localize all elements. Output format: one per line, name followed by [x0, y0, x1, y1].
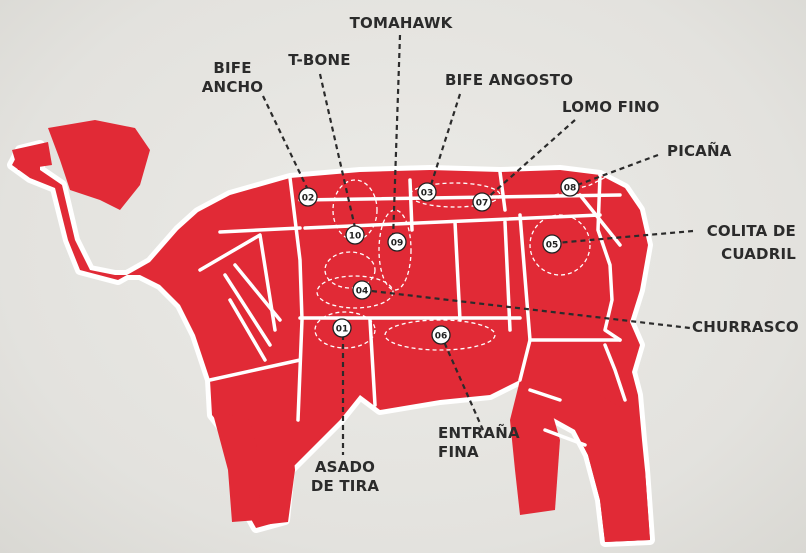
svg-text:06: 06 [435, 332, 448, 342]
marker-04: 04 [353, 281, 371, 299]
label-tomahawk: TOMAHAWK [346, 14, 456, 33]
marker-02: 02 [299, 188, 317, 206]
svg-text:04: 04 [356, 287, 369, 297]
label-t-bone: T-BONE [282, 51, 357, 70]
label-colita-de-cuadril: COLITA DE CUADRIL [680, 222, 796, 264]
marker-05: 05 [543, 235, 561, 253]
svg-text:10: 10 [349, 232, 362, 242]
label-picana: PICAÑA [667, 142, 732, 161]
label-churrasco: CHURRASCO [692, 318, 799, 337]
label-bife-ancho: BIFE ANCHO [195, 59, 270, 97]
label-entrana-fina: ENTRAÑA FINA [438, 424, 520, 462]
svg-text:01: 01 [336, 325, 349, 335]
marker-08: 08 [561, 178, 579, 196]
svg-text:08: 08 [564, 184, 577, 194]
marker-07: 07 [473, 193, 491, 211]
svg-text:02: 02 [302, 194, 315, 204]
marker-10: 10 [346, 226, 364, 244]
svg-text:09: 09 [391, 239, 404, 249]
label-lomo-fino: LOMO FINO [562, 98, 660, 117]
marker-06: 06 [432, 326, 450, 344]
marker-03: 03 [418, 183, 436, 201]
marker-01: 01 [333, 319, 351, 337]
marker-09: 09 [388, 233, 406, 251]
svg-text:07: 07 [476, 199, 489, 209]
svg-text:05: 05 [546, 241, 559, 251]
svg-text:03: 03 [421, 189, 434, 199]
label-bife-angosto: BIFE ANGOSTO [445, 71, 573, 90]
label-asado-de-tira: ASADO DE TIRA [300, 458, 390, 496]
